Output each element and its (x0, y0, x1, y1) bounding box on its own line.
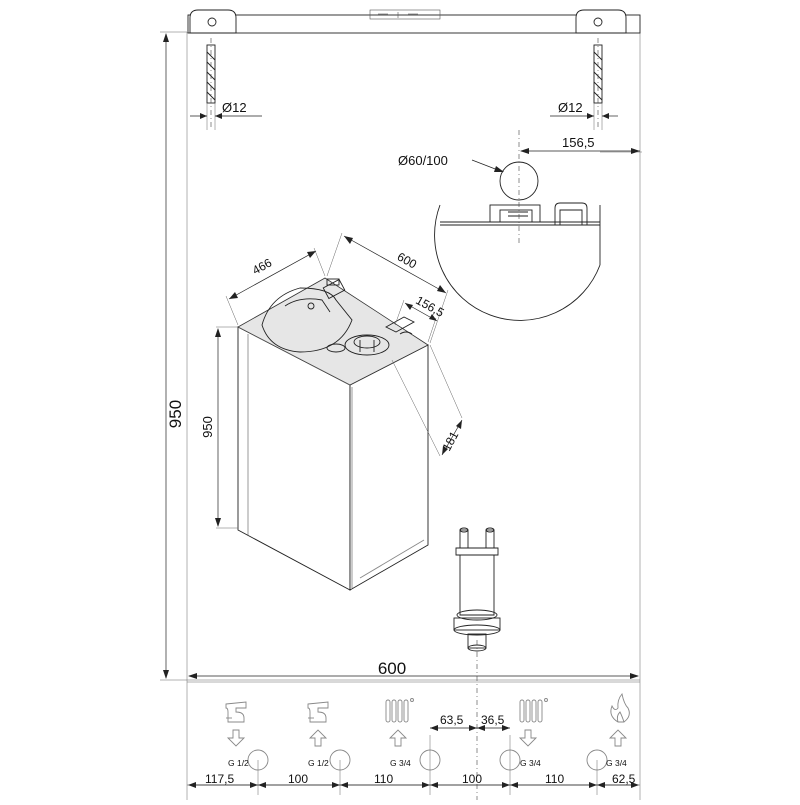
overall-height-label: 950 (166, 400, 185, 428)
spacing-6-label: 62,5 (612, 772, 636, 786)
connection-cold-water: G 1/2 (307, 701, 351, 771)
gas-offset-left-label: 63,5 (440, 713, 464, 727)
left-hook (189, 9, 237, 34)
flue-detail-offset-label: 156,5 (562, 135, 595, 150)
spacing-2-label: 100 (288, 772, 308, 786)
connection-3-label: G 3/4 (390, 758, 411, 768)
anchor-left (190, 38, 262, 130)
hot-water-tap-icon (225, 701, 247, 723)
connection-4-label: G 3/4 (520, 758, 541, 768)
arrow-up-icon (308, 729, 328, 747)
connection-5-label: G 3/4 (606, 758, 627, 768)
overall-frame (160, 31, 641, 800)
spacing-4-label: 100 (462, 772, 482, 786)
connection-hot-water: G 1/2 (225, 701, 269, 771)
mounting-rail (187, 9, 641, 34)
flue-diameter-label: Ø60/100 (398, 153, 448, 168)
anchor-left-label: Ø12 (222, 100, 247, 115)
spacing-1-label: 117,5 (205, 772, 234, 786)
boiler-height-label: 950 (200, 416, 215, 438)
flue-offset-top-label: 156,5 (413, 293, 446, 320)
heating-flow-radiator-icon (385, 698, 414, 723)
boiler-width-label: 600 (395, 250, 420, 272)
anchor-right-label: Ø12 (558, 100, 583, 115)
anchor-right (550, 38, 618, 130)
gas-offset-right-label: 36,5 (481, 713, 505, 727)
spacing-3-label: 110 (374, 772, 393, 786)
connection-heating-flow: G 3/4 (385, 698, 441, 771)
cold-water-tap-icon (307, 701, 329, 723)
heating-return-radiator-icon (519, 698, 548, 723)
spacing-5-label: 110 (545, 772, 564, 786)
arrow-up-icon (388, 729, 408, 747)
arrow-down-icon (518, 729, 538, 747)
bottom-connections-frame (187, 681, 640, 795)
connection-gas: G 3/4 (586, 692, 630, 771)
flue-detail-view (434, 130, 642, 321)
flue-pipe (453, 527, 501, 800)
arrow-up-icon (608, 729, 628, 747)
overall-width-label: 600 (378, 659, 406, 678)
boiler-depth-label: 466 (250, 255, 275, 277)
boiler-body (237, 277, 429, 591)
gas-flame-icon (610, 692, 630, 723)
arrow-down-icon (226, 729, 246, 747)
connection-1-label: G 1/2 (228, 758, 249, 768)
right-hook (575, 9, 627, 34)
boiler-isometric-dimensions (215, 232, 463, 529)
connection-2-label: G 1/2 (308, 758, 329, 768)
connection-heating-return: G 3/4 (499, 698, 548, 771)
